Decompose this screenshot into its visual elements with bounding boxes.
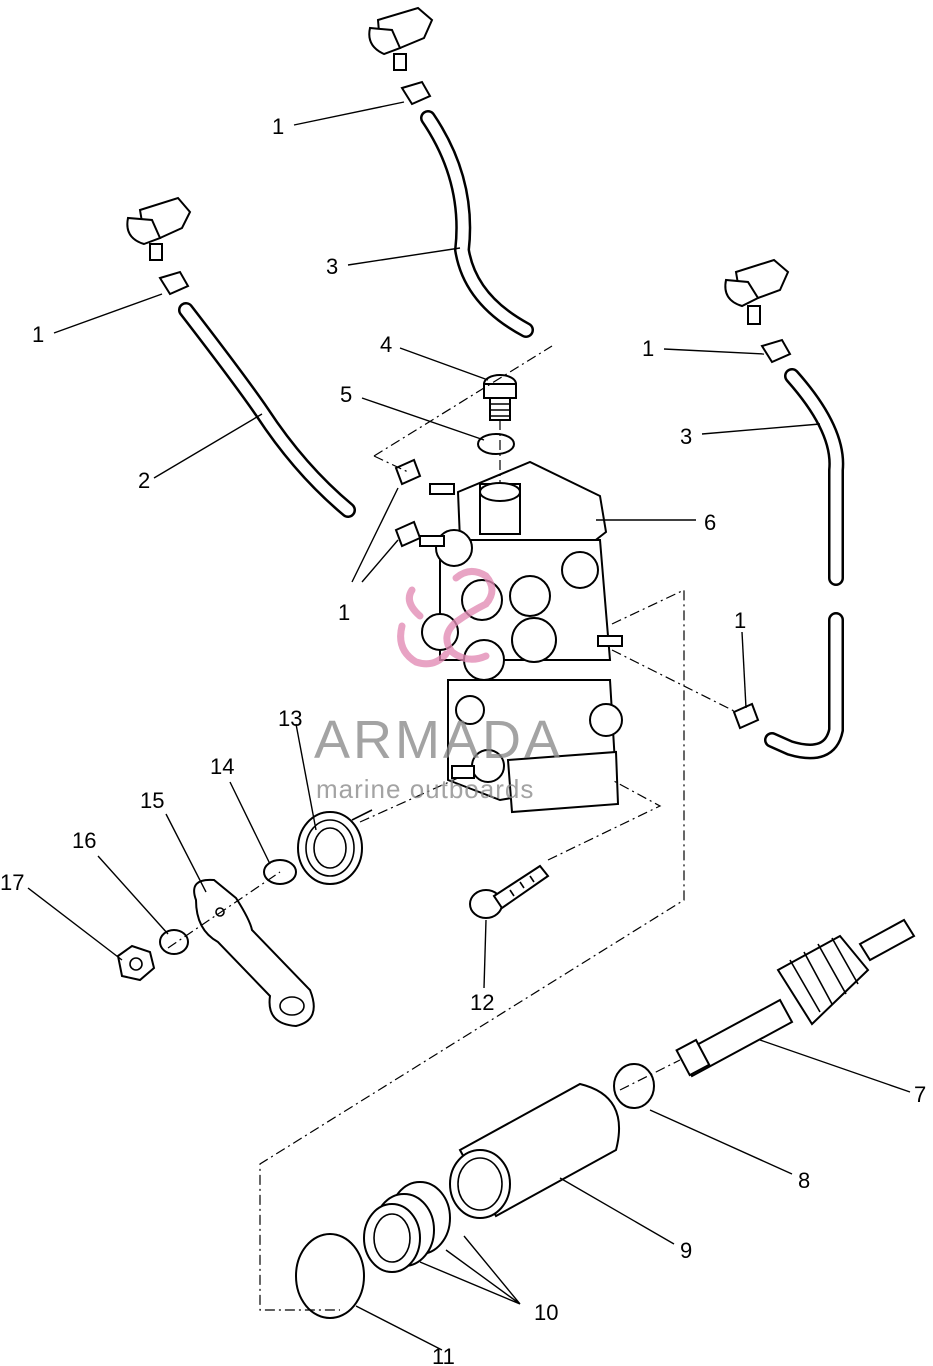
nut bbox=[116, 944, 156, 982]
washer-16 bbox=[159, 929, 189, 955]
callout-7: 7 bbox=[914, 1082, 926, 1107]
oil-hose-right-upper bbox=[784, 368, 845, 586]
washer-5 bbox=[477, 433, 515, 455]
callout-1-top: 1 bbox=[272, 114, 284, 139]
oil-pump-body bbox=[419, 460, 623, 814]
callout-4: 4 bbox=[380, 332, 392, 357]
callout-1-pump: 1 bbox=[338, 600, 350, 625]
callout-3-right: 3 bbox=[680, 424, 692, 449]
callout-13: 13 bbox=[278, 706, 302, 731]
watermark-brand: ARMADA bbox=[314, 710, 563, 770]
callout-14: 14 bbox=[210, 754, 234, 779]
callout-16: 16 bbox=[72, 828, 96, 853]
hose-fitting-top bbox=[368, 6, 434, 106]
bushing bbox=[449, 1082, 621, 1219]
driven-gear-shaft bbox=[675, 918, 916, 1078]
callout-6: 6 bbox=[704, 510, 716, 535]
callout-2: 2 bbox=[138, 468, 150, 493]
armada-watermark: ARMADA marine outboards bbox=[314, 568, 563, 804]
callout-1-lower-right: 1 bbox=[734, 608, 746, 633]
callout-9: 9 bbox=[680, 1238, 692, 1263]
watermark-tagline: marine outboards bbox=[316, 774, 534, 804]
hose-fitting-left bbox=[126, 196, 192, 296]
oil-seals bbox=[363, 1181, 451, 1273]
hose-clamp bbox=[394, 458, 422, 486]
callout-5: 5 bbox=[340, 382, 352, 407]
callout-11: 11 bbox=[432, 1344, 455, 1366]
callout-15: 15 bbox=[140, 788, 164, 813]
seahorse-logo-icon bbox=[397, 568, 496, 668]
assembly-lines bbox=[167, 345, 737, 1311]
hose-fitting-right bbox=[724, 258, 792, 364]
callout-8: 8 bbox=[798, 1168, 810, 1193]
thrust-washer bbox=[613, 1063, 655, 1109]
callout-10: 10 bbox=[534, 1300, 558, 1325]
callout-12: 12 bbox=[470, 990, 494, 1015]
o-ring bbox=[295, 1233, 365, 1319]
oil-hose-top bbox=[420, 110, 534, 338]
return-spring bbox=[297, 809, 373, 885]
oil-hose-left bbox=[178, 302, 356, 518]
mounting-bolt bbox=[469, 864, 550, 919]
callout-numbers: 1 1 1 1 1 2 3 3 4 5 6 7 8 9 10 11 12 13 … bbox=[0, 114, 926, 1366]
bleed-screw bbox=[483, 374, 517, 421]
oil-hose-right-lower bbox=[764, 612, 844, 760]
callout-1-right: 1 bbox=[642, 336, 654, 361]
callout-3-left: 3 bbox=[326, 254, 338, 279]
callout-1-left: 1 bbox=[32, 322, 44, 347]
control-lever bbox=[193, 878, 315, 1028]
hose-clamp bbox=[394, 520, 422, 548]
leader-lines bbox=[27, 101, 911, 1351]
callout-17: 17 bbox=[0, 870, 24, 895]
